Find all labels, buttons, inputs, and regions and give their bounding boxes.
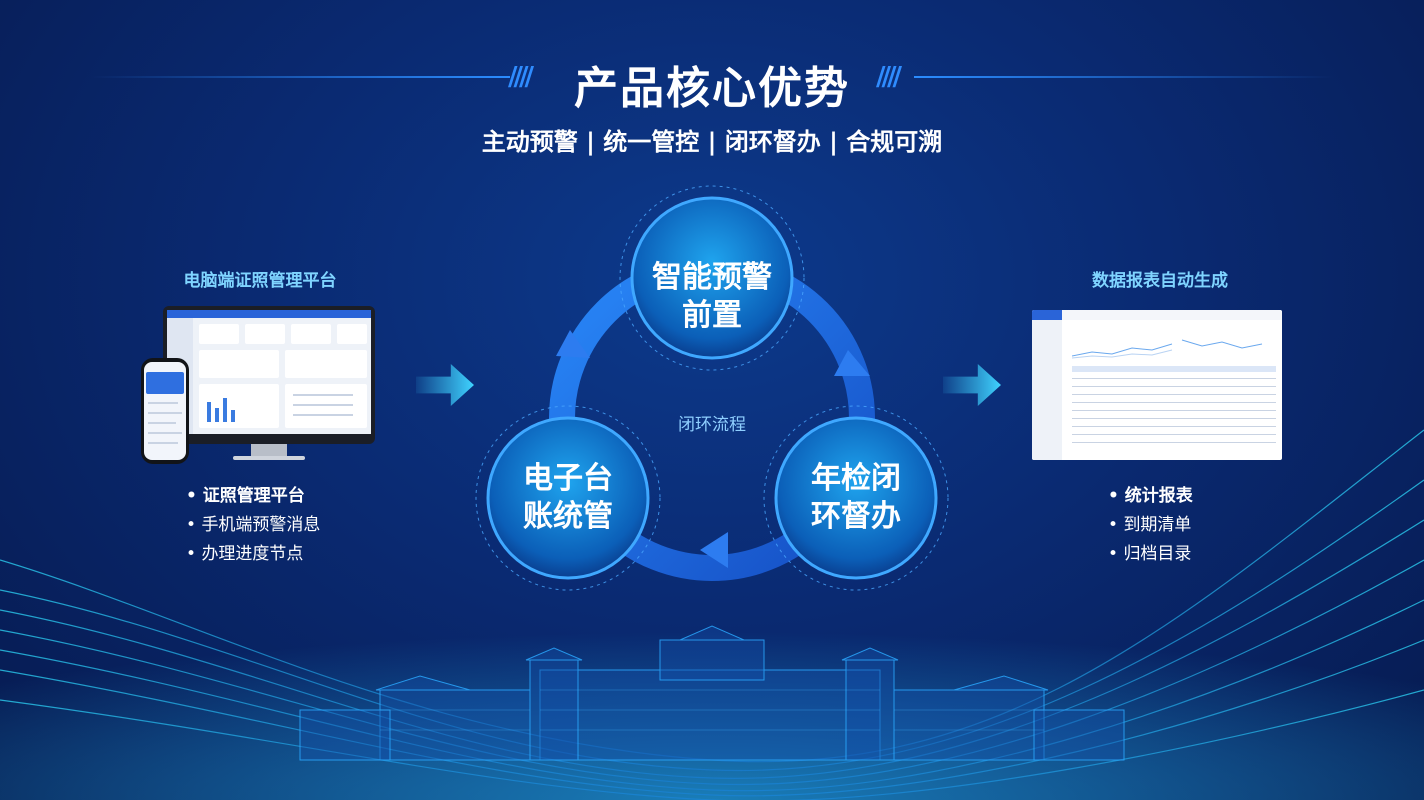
node-label-line: 环督办 — [811, 499, 901, 534]
right-panel-bullets: 统计报表 到期清单 归档目录 — [1108, 482, 1193, 569]
list-item: 统计报表 — [1108, 482, 1193, 511]
ring-arrow-icon — [700, 532, 728, 568]
list-item: 办理进度节点 — [186, 540, 320, 569]
report-screenshot-illustration — [1032, 310, 1282, 460]
cycle-diagram — [475, 185, 949, 591]
header-slashes-left: //// — [508, 62, 534, 92]
cycle-center-label: 闭环流程 — [678, 415, 746, 435]
page-title: 产品核心优势 — [574, 63, 850, 114]
node-ledger-label: 电子台 账统管 — [488, 460, 648, 536]
node-label-line: 电子台 — [523, 461, 613, 496]
left-panel-bullets: 证照管理平台 手机端预警消息 办理进度节点 — [186, 482, 320, 569]
node-warning-label: 智能预警 前置 — [632, 259, 792, 335]
phone-screen — [144, 362, 186, 460]
desktop-monitor-illustration — [163, 306, 375, 460]
node-label-line: 智能预警 — [652, 260, 772, 295]
ring-arrow-icon — [556, 330, 590, 358]
list-item: 证照管理平台 — [186, 482, 320, 511]
header-line-left — [90, 76, 510, 78]
node-label-line: 前置 — [682, 298, 742, 333]
cycle-node-inspection — [774, 416, 938, 580]
left-panel-title: 电脑端证照管理平台 — [183, 271, 337, 291]
list-item: 归档目录 — [1108, 540, 1193, 569]
node-inspection-label: 年检闭 环督办 — [776, 460, 936, 536]
node-label-line: 账统管 — [523, 499, 613, 534]
wave-lines — [0, 429, 1424, 800]
desktop-screen — [167, 310, 371, 434]
ring-arrow-icon — [834, 350, 870, 376]
header-line-right — [914, 76, 1334, 78]
right-panel-title: 数据报表自动生成 — [1092, 271, 1228, 291]
cycle-node-ledger — [486, 416, 650, 580]
cycle-node-warning — [630, 196, 794, 360]
list-item: 手机端预警消息 — [186, 511, 320, 540]
list-item: 到期清单 — [1108, 511, 1193, 540]
phone-illustration — [141, 358, 189, 464]
page-subtitle: 主动预警 | 统一管控 | 闭环督办 | 合规可溯 — [481, 128, 943, 156]
header-slashes-right: //// — [876, 62, 902, 92]
node-label-line: 年检闭 — [811, 461, 901, 496]
